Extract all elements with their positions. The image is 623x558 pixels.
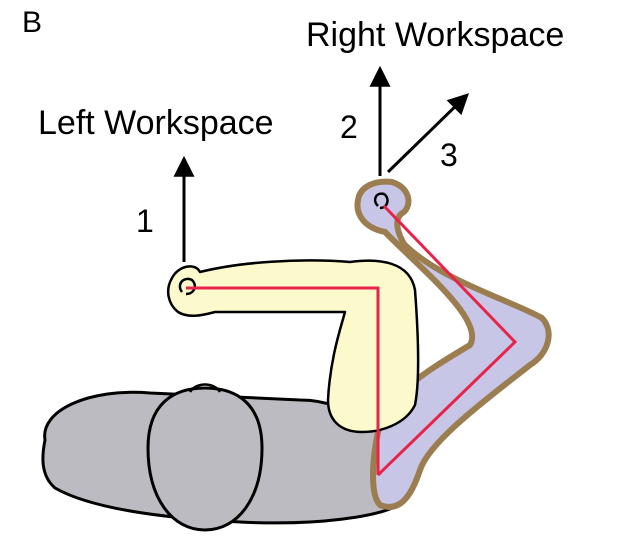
arrow-1-label: 1 <box>136 203 154 239</box>
arrow-2-label: 2 <box>340 109 358 145</box>
panel-label: B <box>22 6 42 39</box>
left-workspace-label: Left Workspace <box>38 104 274 142</box>
arrow-3-label: 3 <box>440 137 458 173</box>
head <box>148 388 262 530</box>
right-workspace-label: Right Workspace <box>306 16 564 54</box>
